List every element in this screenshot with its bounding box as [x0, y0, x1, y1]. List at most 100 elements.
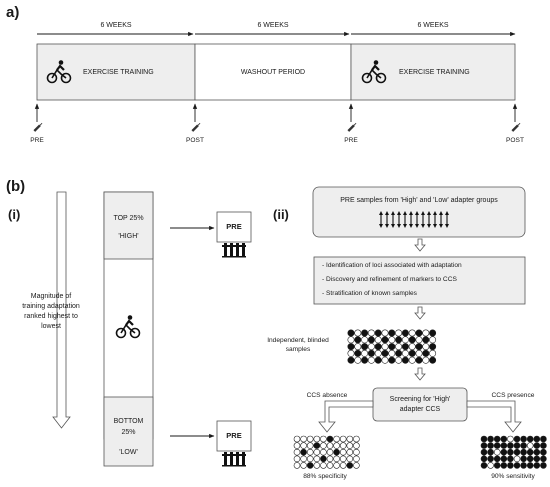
sample-dot: [313, 455, 321, 463]
sample-dot: [480, 462, 488, 469]
sample-dot: [526, 435, 534, 443]
sample-dot: [429, 343, 437, 351]
sample-dot: [353, 442, 360, 449]
sample-dot: [533, 448, 541, 456]
sample-dot: [480, 455, 488, 463]
syringe-icon: [33, 122, 43, 132]
sample-dot: [326, 455, 334, 463]
sample-dot: [320, 435, 327, 443]
sample-dot: [401, 356, 409, 364]
sample-dot: [422, 343, 430, 351]
sample-dot: [300, 442, 307, 449]
sample-dot: [429, 356, 437, 364]
sample-dot: [388, 349, 396, 357]
sample-dot: [293, 448, 301, 456]
timepoint-label-1: PRE: [30, 137, 44, 144]
sample-dot: [300, 435, 307, 443]
sample-dot: [339, 448, 347, 456]
sample-dot: [526, 462, 534, 469]
syringe-icon: [191, 122, 201, 132]
tube-rack-icon: [222, 243, 246, 258]
flow-arrow: [414, 367, 426, 381]
sample-dot: [381, 336, 389, 344]
sample-arrow-head: [439, 211, 443, 215]
step-1: - Identification of loci associated with…: [322, 262, 462, 269]
sample-dot: [500, 442, 508, 449]
presence-sample-grid: [480, 435, 547, 469]
sample-dot: [293, 442, 301, 449]
sample-dot: [313, 442, 321, 449]
sample-dot: [333, 448, 340, 456]
sample-dot: [347, 349, 355, 357]
sample-dot: [354, 356, 362, 364]
sample-dot: [408, 349, 416, 357]
samples-box: [312, 186, 526, 238]
sample-arrow-head: [433, 211, 437, 215]
steps-box: [313, 256, 526, 305]
sample-dot: [507, 435, 514, 443]
sample-dot: [401, 336, 409, 344]
sample-arrow-head: [379, 224, 383, 228]
sample-dot: [500, 448, 508, 456]
sample-dot: [513, 448, 521, 456]
sample-arrow-head: [379, 211, 383, 215]
sample-dot: [367, 356, 375, 364]
sample-dot: [422, 336, 430, 344]
sample-dot: [300, 462, 307, 469]
sample-arrow-head: [445, 224, 449, 228]
sample-dot: [367, 336, 375, 344]
sample-dot: [520, 442, 527, 449]
sample-dot: [395, 343, 403, 351]
sample-dot: [313, 435, 321, 443]
sample-arrow-head: [409, 224, 413, 228]
sample-dot: [422, 329, 430, 337]
sample-arrow-head: [385, 211, 389, 215]
cyclist-icon: [115, 315, 141, 339]
sample-dot: [300, 448, 307, 456]
sample-dot: [320, 462, 327, 469]
sample-arrow-head: [391, 211, 395, 215]
duration-label-3: 6 WEEKS: [417, 22, 449, 29]
sample-arrow-head: [433, 224, 437, 228]
sample-dot: [347, 329, 355, 337]
sample-dot: [487, 455, 494, 463]
sample-dot: [306, 448, 314, 456]
sample-dot: [422, 349, 430, 357]
sample-dot: [415, 336, 423, 344]
sample-dot: [347, 356, 355, 364]
samples-title: PRE samples from 'High' and 'Low' adapte…: [340, 197, 498, 204]
sample-dot: [487, 448, 494, 456]
sample-dot: [520, 455, 527, 463]
sample-arrow-head: [445, 211, 449, 215]
top-group-box: [103, 191, 154, 260]
timepoint-label-3: PRE: [344, 137, 358, 144]
tube-rack-icon: [222, 452, 246, 467]
sample-dot: [429, 329, 437, 337]
sample-arrow-head: [415, 211, 419, 215]
sample-dot: [540, 455, 547, 463]
sample-arrow-head: [421, 224, 425, 228]
sample-dot: [361, 349, 369, 357]
sample-dot: [500, 462, 508, 469]
syringe-icon: [511, 122, 521, 132]
sample-dot: [388, 336, 396, 344]
sample-dot: [346, 448, 354, 456]
sample-dot: [526, 442, 534, 449]
sample-dot: [326, 448, 334, 456]
syringe-icon: [347, 122, 357, 132]
sample-dot: [480, 448, 488, 456]
sample-dot: [320, 442, 327, 449]
absence-label: CCS absence: [306, 392, 348, 399]
sample-dot: [381, 329, 389, 337]
sample-dot: [487, 435, 494, 443]
sample-dot: [313, 448, 321, 456]
sample-dot: [395, 336, 403, 344]
sample-arrow-head: [439, 224, 443, 228]
sample-arrow-head: [409, 211, 413, 215]
screening-label: Screening for 'High' adapter CCS: [389, 396, 451, 413]
sample-dot: [401, 349, 409, 357]
sample-dot: [306, 435, 314, 443]
sample-dot: [395, 356, 403, 364]
duration-label-1: 6 WEEKS: [100, 22, 132, 29]
